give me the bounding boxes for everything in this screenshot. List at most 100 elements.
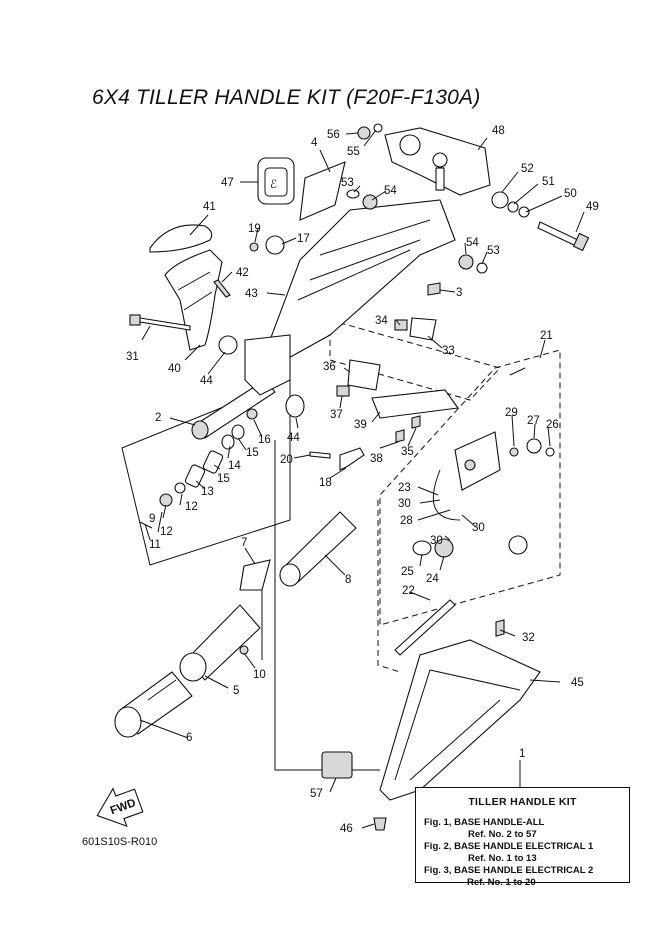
screw-46 bbox=[373, 817, 387, 831]
bushing-54b bbox=[458, 254, 474, 270]
callout-1: 1 bbox=[519, 748, 525, 760]
callout-15b: 15 bbox=[246, 447, 259, 459]
callout-30b: 30 bbox=[472, 522, 485, 534]
bushing-54 bbox=[362, 194, 378, 210]
washer-51 bbox=[507, 201, 519, 213]
callout-54b: 54 bbox=[466, 237, 479, 249]
callout-41: 41 bbox=[203, 201, 216, 213]
callout-56: 56 bbox=[327, 129, 340, 141]
callout-8: 8 bbox=[345, 574, 351, 586]
callout-30a: 30 bbox=[398, 498, 411, 510]
clip-17 bbox=[265, 235, 285, 255]
upper-mount-bracket bbox=[384, 127, 491, 196]
spacer-13 bbox=[184, 464, 206, 488]
callout-16: 16 bbox=[258, 434, 271, 446]
callout-18: 18 bbox=[319, 477, 332, 489]
electrical-group-frame-inner bbox=[377, 500, 401, 673]
friction-plate bbox=[299, 161, 346, 221]
bolt-49 bbox=[537, 221, 590, 252]
callout-37: 37 bbox=[330, 409, 343, 421]
callout-labels: 1 2 3 4 5 6 7 8 9 10 11 12 12 13 14 15 1… bbox=[126, 125, 599, 835]
callout-38: 38 bbox=[370, 453, 383, 465]
base-cover bbox=[379, 639, 541, 801]
screw-20 bbox=[309, 451, 331, 459]
legend-ref-2: Ref. No. 1 to 13 bbox=[468, 853, 537, 864]
callout-36: 36 bbox=[323, 361, 336, 373]
callout-25: 25 bbox=[401, 566, 414, 578]
bolt-3 bbox=[427, 282, 441, 296]
callout-44b: 44 bbox=[287, 432, 300, 444]
callout-22: 22 bbox=[402, 585, 415, 597]
legend-fig-2: Fig. 2, BASE HANDLE ELECTRICAL 1 bbox=[424, 841, 594, 852]
callout-17: 17 bbox=[297, 233, 310, 245]
nut-9 bbox=[159, 493, 173, 507]
legend-fig-3: Fig. 3, BASE HANDLE ELECTRICAL 2 bbox=[424, 865, 594, 876]
callout-31: 31 bbox=[126, 351, 139, 363]
clip-34 bbox=[394, 319, 408, 331]
grip-cover bbox=[114, 671, 193, 738]
callout-2: 2 bbox=[155, 412, 161, 424]
washer-12 bbox=[174, 482, 186, 494]
screw-29 bbox=[509, 447, 519, 457]
screw-38 bbox=[395, 429, 405, 443]
bracket-33 bbox=[409, 317, 437, 341]
spacer-14 bbox=[202, 450, 224, 474]
callout-53a: 53 bbox=[341, 177, 354, 189]
callout-55: 55 bbox=[347, 146, 360, 158]
legend-fig-1: Fig. 1, BASE HANDLE-ALL bbox=[424, 817, 545, 828]
washer-50 bbox=[518, 206, 530, 218]
callout-5: 5 bbox=[233, 685, 239, 697]
callout-32: 32 bbox=[522, 632, 535, 644]
callout-50: 50 bbox=[564, 188, 577, 200]
switch-27 bbox=[526, 438, 542, 454]
washer-52 bbox=[491, 191, 509, 209]
screw-35 bbox=[411, 415, 421, 429]
clip-37 bbox=[336, 385, 350, 397]
friction-lever-18 bbox=[339, 447, 365, 471]
callout-53b: 53 bbox=[487, 245, 500, 257]
callout-4: 4 bbox=[311, 137, 318, 149]
washer-25 bbox=[412, 540, 432, 556]
diagram-code: 601S10S-R010 bbox=[82, 836, 158, 848]
callout-21: 21 bbox=[540, 330, 553, 342]
callout-14: 14 bbox=[228, 460, 241, 472]
callout-46: 46 bbox=[340, 823, 353, 835]
throttle-shaft bbox=[279, 511, 357, 587]
washer-53b bbox=[476, 262, 488, 274]
callout-44a: 44 bbox=[200, 375, 213, 387]
legend-title: TILLER HANDLE KIT bbox=[468, 796, 577, 808]
collar-44b bbox=[285, 394, 305, 418]
callout-33: 33 bbox=[442, 345, 455, 357]
callout-23: 23 bbox=[398, 482, 411, 494]
callout-28: 28 bbox=[400, 515, 413, 527]
plate-39 bbox=[371, 389, 459, 419]
callout-15a: 15 bbox=[217, 473, 230, 485]
rubber-boot: ℰ bbox=[257, 157, 295, 205]
callout-12a: 12 bbox=[160, 526, 173, 538]
throttle-grip-body bbox=[179, 604, 261, 682]
callout-49: 49 bbox=[586, 201, 599, 213]
callout-48: 48 bbox=[492, 125, 505, 137]
callout-19: 19 bbox=[248, 223, 261, 235]
pin-11 bbox=[139, 521, 153, 529]
callout-54a: 54 bbox=[384, 185, 397, 197]
guide-plate-7 bbox=[239, 559, 271, 591]
callout-24: 24 bbox=[426, 573, 439, 585]
spring-15 bbox=[231, 424, 245, 440]
callout-13: 13 bbox=[201, 486, 214, 498]
callout-35: 35 bbox=[401, 446, 414, 458]
tiller-arm-bracket bbox=[269, 199, 456, 361]
washer-53 bbox=[346, 189, 360, 199]
callout-10: 10 bbox=[253, 669, 266, 681]
callout-34: 34 bbox=[375, 315, 388, 327]
switch-30 bbox=[508, 535, 528, 555]
callout-11: 11 bbox=[149, 539, 161, 551]
callout-30c: 30 bbox=[430, 535, 443, 547]
pin-16 bbox=[246, 408, 258, 420]
callout-9: 9 bbox=[149, 513, 155, 525]
callout-57: 57 bbox=[310, 788, 323, 800]
screw-10 bbox=[239, 645, 249, 655]
screw-19 bbox=[249, 242, 259, 252]
